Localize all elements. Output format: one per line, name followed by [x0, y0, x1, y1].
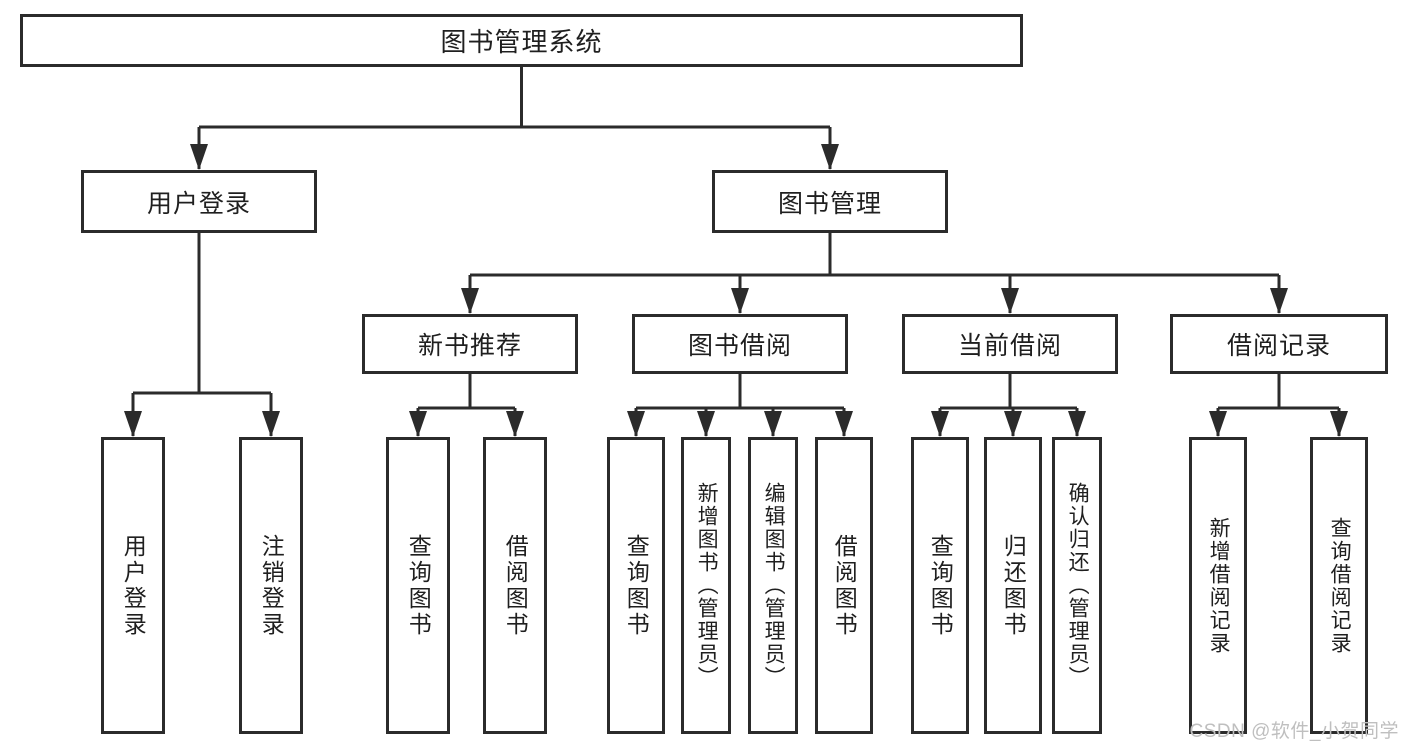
- connector-layer: [124, 67, 1348, 437]
- node-box-leaf-user-login[interactable]: [101, 437, 165, 734]
- node-box-leaf-logout[interactable]: [239, 437, 303, 734]
- node-box-leaf-edit-book[interactable]: [748, 437, 798, 734]
- connector-arrowhead: [262, 411, 280, 437]
- connector-arrowhead: [506, 411, 524, 437]
- node-box-leaf-query-book-1[interactable]: [386, 437, 450, 734]
- connector-arrowhead: [1004, 411, 1022, 437]
- connector-arrowhead: [124, 411, 142, 437]
- connector-arrowhead: [731, 288, 749, 314]
- node-box-leaf-add-record[interactable]: [1189, 437, 1247, 734]
- node-box-leaf-query-book-3[interactable]: [911, 437, 969, 734]
- node-box-root[interactable]: [20, 14, 1023, 67]
- connector-arrowhead: [1001, 288, 1019, 314]
- node-box-layer: [20, 14, 1388, 734]
- node-box-book-admin[interactable]: [712, 170, 948, 233]
- csdn-watermark: CSDN @软件_小贺同学: [1189, 721, 1399, 742]
- node-box-user-login[interactable]: [81, 170, 317, 233]
- node-box-borrow-record[interactable]: [1170, 314, 1388, 374]
- connector-arrowhead: [1068, 411, 1086, 437]
- connector-arrowhead: [461, 288, 479, 314]
- connector-arrowhead: [697, 411, 715, 437]
- connector-arrowhead: [190, 144, 208, 170]
- node-box-leaf-add-book[interactable]: [681, 437, 731, 734]
- connector-arrowhead: [1270, 288, 1288, 314]
- connector-arrowhead: [627, 411, 645, 437]
- connector-arrowhead: [835, 411, 853, 437]
- node-box-leaf-confirm-return[interactable]: [1052, 437, 1102, 734]
- connector-arrowhead: [1330, 411, 1348, 437]
- connector-arrowhead: [931, 411, 949, 437]
- connector-arrowhead: [1209, 411, 1227, 437]
- node-box-new-book-rec[interactable]: [362, 314, 578, 374]
- node-box-leaf-return-book[interactable]: [984, 437, 1042, 734]
- node-box-leaf-query-record[interactable]: [1310, 437, 1368, 734]
- node-box-current-borrow[interactable]: [902, 314, 1118, 374]
- connector-arrowhead: [821, 144, 839, 170]
- node-box-leaf-query-book-2[interactable]: [607, 437, 665, 734]
- node-box-leaf-borrow-book-1[interactable]: [483, 437, 547, 734]
- node-box-leaf-borrow-book-2[interactable]: [815, 437, 873, 734]
- connector-arrowhead: [764, 411, 782, 437]
- node-box-book-borrow[interactable]: [632, 314, 848, 374]
- connector-arrowhead: [409, 411, 427, 437]
